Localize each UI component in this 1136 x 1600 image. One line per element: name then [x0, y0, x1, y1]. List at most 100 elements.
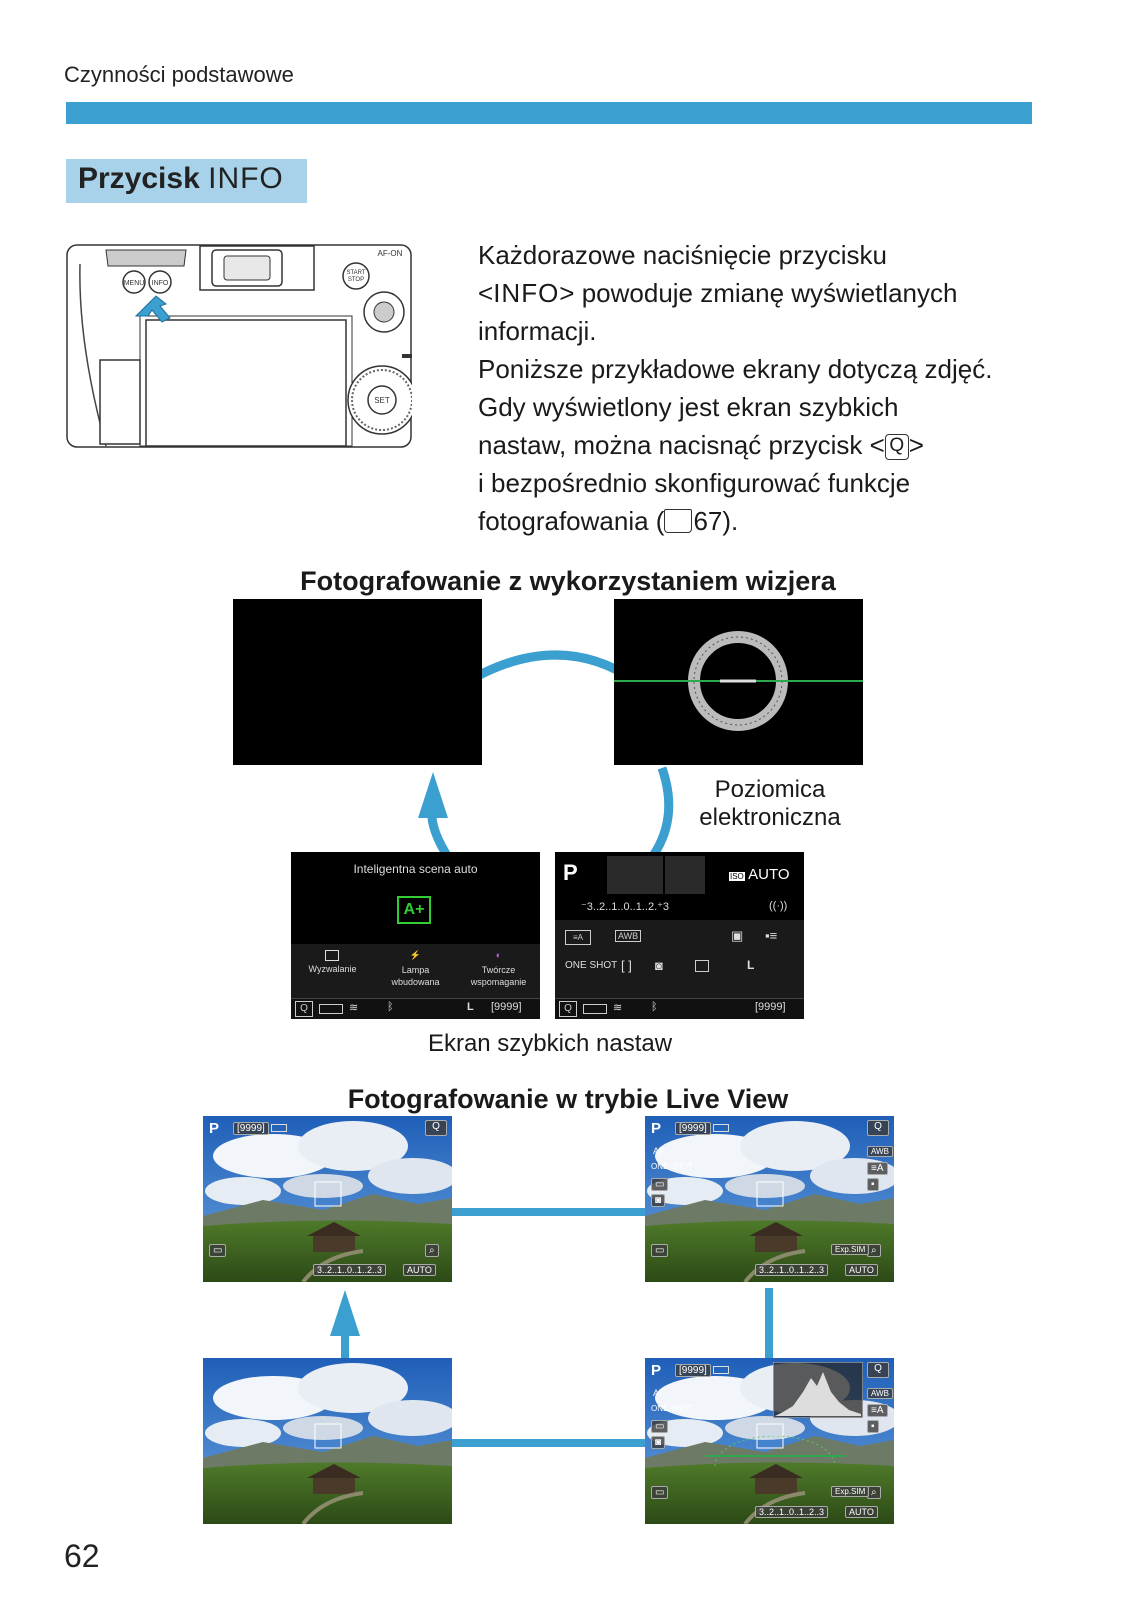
electronic-level-screen: [614, 599, 863, 765]
mode-label: P: [563, 860, 578, 885]
wifi-icon: ≋: [613, 1002, 623, 1014]
lv-custom-icon: ▪: [867, 1178, 879, 1191]
picture-style-icon: ≡A: [565, 930, 591, 945]
menu-button-label: MENU: [124, 280, 145, 287]
quality-label: L: [467, 1001, 474, 1013]
lv-iso: AUTO: [845, 1506, 878, 1518]
scene-label: Inteligentna scena auto: [353, 862, 478, 876]
liveview-screen-histogram: P [9999] Q 3..2..1..0..1..2..3 AUTO ▭ ⌕ AF ONE S…: [645, 1358, 894, 1524]
svg-text:START: START: [346, 270, 365, 276]
desc-line-1: Każdorazowe naciśnięcie przycisku: [478, 240, 887, 270]
lv-shots: [9999]: [233, 1122, 269, 1135]
lv-touch-icon: ▭: [651, 1244, 669, 1257]
camera-back-illustration: MENU INFO START STOP AF-ON SET: [66, 244, 412, 448]
lv-exposure-scale: 3..2..1..0..1..2..3: [755, 1264, 829, 1276]
quick-control-p-screen: P ISO AUTO ⁻3..2..1..0..1..2.⁺3 ((·)) ≡A…: [555, 852, 804, 1019]
af-mode-label: ONE SHOT: [565, 960, 618, 971]
lv-touch-icon: ▭: [651, 1486, 669, 1499]
battery-icon: [319, 1004, 343, 1014]
lv-zoom-icon: ⌕: [867, 1244, 881, 1257]
lv-one-shot: ONE SHOT: [651, 1404, 693, 1413]
lv-zoom-icon: ⌕: [425, 1244, 439, 1257]
set-button-label: SET: [374, 396, 390, 405]
drive-label: Wyzwalanie: [308, 964, 357, 974]
scene-auto-icon: A+: [397, 896, 431, 924]
lv-shots: [9999]: [675, 1122, 711, 1135]
lv-af-label: AF: [653, 1388, 665, 1398]
viewfinder-blank-screen: [233, 599, 482, 765]
bluetooth-icon: ᛒ: [387, 1001, 394, 1013]
lv-battery-icon: [271, 1124, 287, 1132]
metering-mode-icon: ◙: [655, 958, 663, 973]
wireless-icon: ((·)): [769, 900, 788, 912]
page-number: 62: [64, 1538, 100, 1574]
lv-iso: AUTO: [845, 1264, 878, 1276]
lv-histogram: [773, 1362, 863, 1418]
lv-custom-icon: ▪: [867, 1420, 879, 1433]
desc-line-7: i bezpośrednio skonfigurować funkcje: [478, 468, 911, 498]
lv-style-icon: ≡A: [867, 1162, 888, 1175]
lv-style-icon: ≡A: [867, 1404, 888, 1417]
section-header: Czynności podstawowe: [64, 62, 294, 87]
liveview-screen-detailed: P [9999] Q 3..2..1..0..1..2..3 AUTO ▭ ⌕ AF ONE S…: [645, 1116, 894, 1282]
desc-line-3: informacji.: [478, 316, 597, 346]
q-icon: Q: [295, 1001, 313, 1017]
lv-one-shot: ONE SHOT: [651, 1162, 693, 1171]
lv-q-icon: Q: [867, 1362, 889, 1378]
info-key-inline: INFO: [493, 278, 560, 308]
liveview-screen-clean: [203, 1358, 452, 1524]
quick-control-auto-screen: Inteligentna scena auto A+ Wyzwalanie ⚡ …: [291, 852, 540, 1019]
q-key-icon: Q: [884, 434, 909, 461]
desc-line-8: fotografowania (67).: [478, 506, 739, 536]
shots-remaining: [9999]: [491, 1001, 522, 1013]
lv-awb: AWB: [867, 1146, 893, 1157]
lv-touch-icon: ▭: [209, 1244, 227, 1257]
title-prefix: Przycisk: [78, 162, 200, 195]
lv-metering-icon: ◙: [651, 1194, 666, 1207]
af-area-icon: [ ]: [621, 958, 632, 973]
lv-battery-icon: [713, 1366, 729, 1374]
lv-iso: AUTO: [403, 1264, 436, 1276]
lv-metering-icon: ◙: [651, 1436, 666, 1449]
lv-mode: P: [209, 1120, 220, 1137]
lv-mode: P: [651, 1362, 662, 1379]
header-bar: [66, 102, 1032, 124]
lv-zoom-icon: ⌕: [867, 1486, 881, 1499]
lv-battery-icon: [713, 1124, 729, 1132]
desc-line-2: <INFO> powoduje zmianę wyświetlanych: [478, 278, 958, 308]
quality-label: L: [747, 958, 755, 972]
level-caption: Poziomica elektroniczna: [699, 776, 841, 831]
shots-remaining: [9999]: [755, 1001, 786, 1013]
desc-line-4: Poniższe przykładowe ekrany dotyczą zdję…: [478, 354, 993, 384]
custom-icon: ▪≡: [765, 928, 778, 943]
creative-assist-icon: ◐: [495, 950, 502, 960]
metering-icon: ▣: [731, 928, 744, 943]
white-balance-label: AWB: [615, 930, 642, 942]
lv-awb: AWB: [867, 1388, 893, 1399]
lv-q-icon: Q: [425, 1120, 447, 1136]
flash-icon: ⚡: [409, 950, 422, 960]
info-key-label: INFO: [208, 162, 284, 195]
lv-af-label: AF: [653, 1146, 665, 1156]
drive-mode-icon: [695, 960, 709, 972]
lv-mode: P: [651, 1120, 662, 1137]
lv-exp-sim: Exp.SIM: [831, 1244, 870, 1255]
battery-icon: [583, 1004, 607, 1014]
lv-q-icon: Q: [867, 1120, 889, 1136]
page-title: Przycisk INFO: [78, 162, 284, 196]
lv-exposure-scale: 3..2..1..0..1..2..3: [755, 1506, 829, 1518]
title-box: [66, 159, 307, 203]
liveview-section-title: Fotografowanie w trybie Live View: [347, 1084, 789, 1114]
desc-line-6: nastaw, można nacisnąć przycisk <Q>: [478, 430, 924, 461]
lv-shots: [9999]: [675, 1364, 711, 1377]
svg-text:STOP: STOP: [348, 277, 364, 283]
iso-value: ISO AUTO: [729, 866, 790, 883]
wifi-icon: ≋: [349, 1002, 359, 1014]
book-icon: [664, 509, 693, 533]
bluetooth-icon: ᛒ: [651, 1001, 658, 1013]
lv-af-area-icon: ▭: [651, 1178, 669, 1191]
lv-exp-sim: Exp.SIM: [831, 1486, 870, 1497]
